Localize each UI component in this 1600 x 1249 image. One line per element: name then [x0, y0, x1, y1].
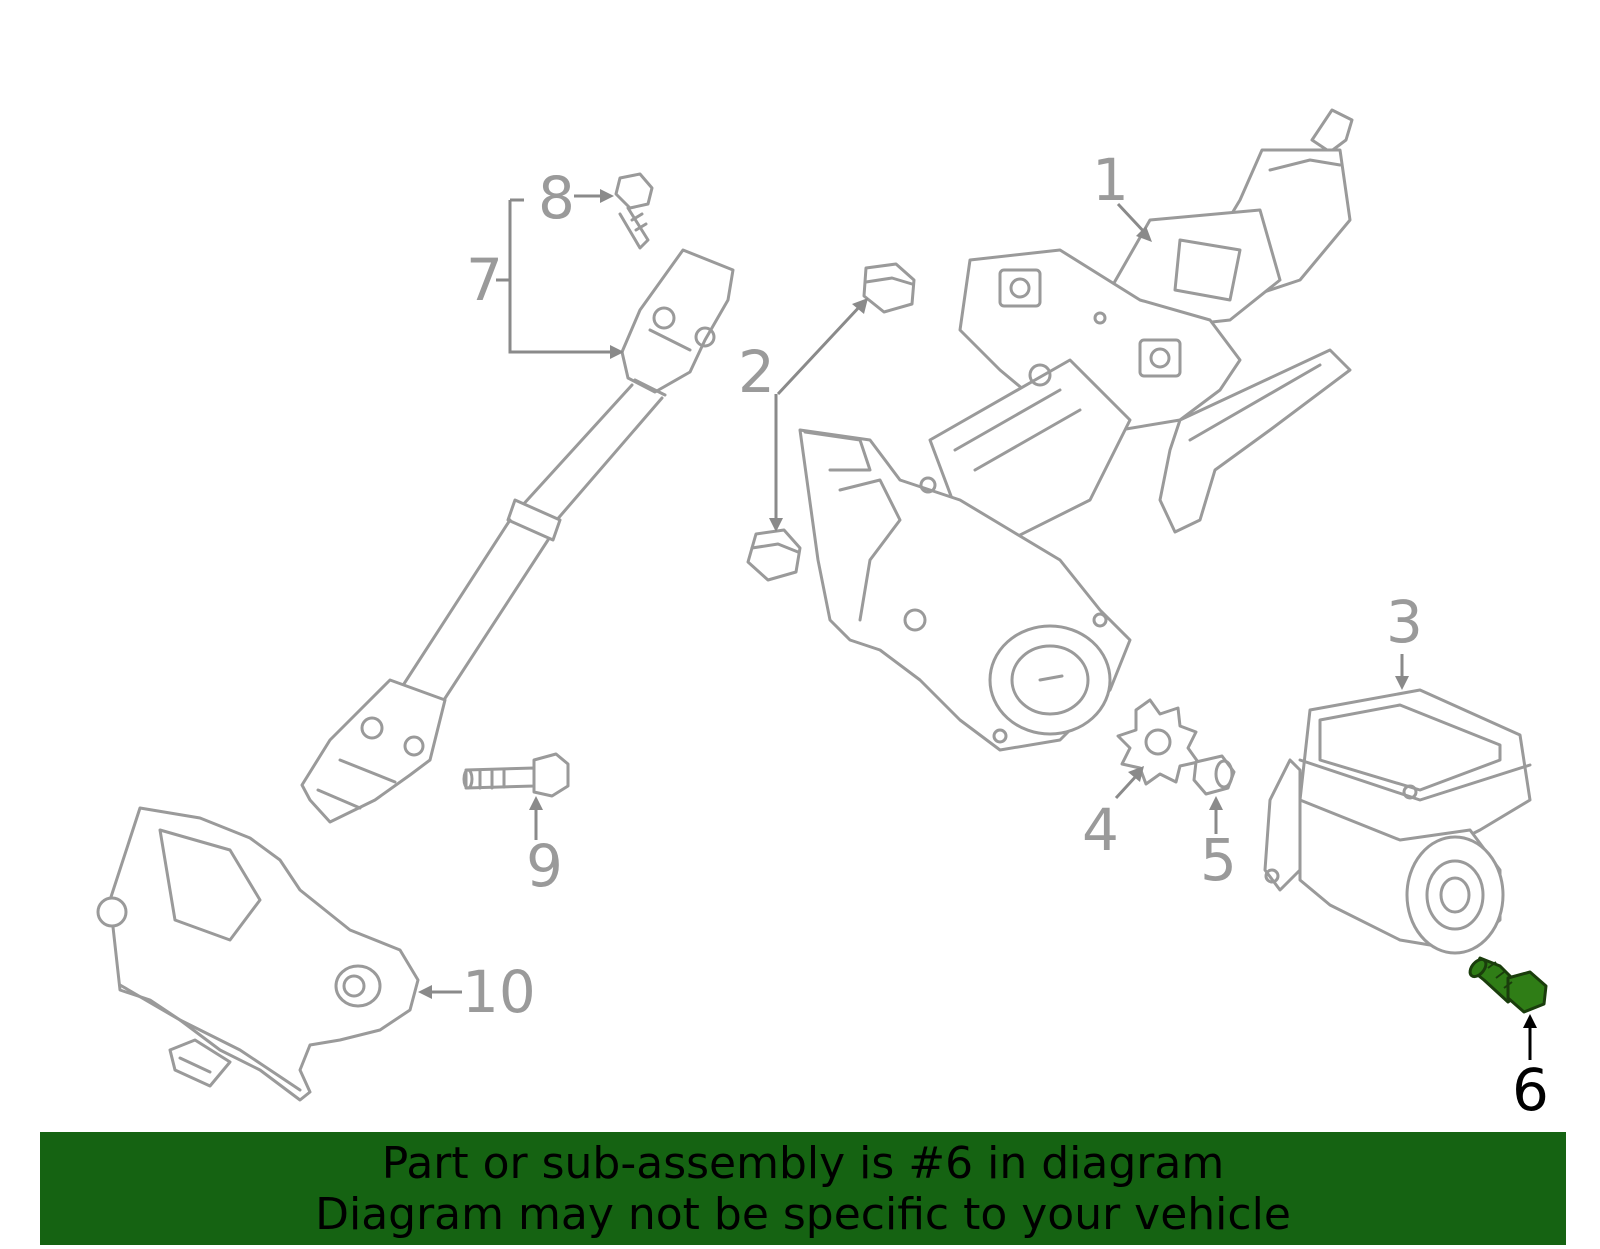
callout-8: 8 [538, 164, 575, 232]
banner-line-disclaimer: Diagram may not be specific to your vehi… [315, 1188, 1291, 1240]
callout-3: 3 [1386, 588, 1423, 656]
banner-line-part-number: Part or sub-assembly is #6 in diagram [381, 1137, 1225, 1189]
part-6-bolt-highlighted[interactable] [1467, 956, 1548, 1014]
part-4-coupler[interactable] [1116, 698, 1200, 786]
part-8-bolt[interactable] [614, 172, 654, 250]
callout-4: 4 [1082, 796, 1119, 864]
info-banner: Part or sub-assembly is #6 in diagram Di… [40, 1132, 1566, 1245]
callout-10: 10 [462, 958, 536, 1026]
callout-2: 2 [738, 338, 775, 406]
part-7-intermediate-shaft[interactable] [300, 248, 735, 824]
callout-9: 9 [526, 832, 563, 900]
callout-6: 6 [1512, 1056, 1549, 1124]
part-10-cover[interactable] [96, 806, 420, 1102]
callout-1: 1 [1092, 146, 1129, 214]
callout-labels: 1 2 3 4 5 6 7 8 9 10 [462, 146, 1549, 1124]
callout-7: 7 [466, 246, 503, 314]
part-5-sleeve[interactable] [1192, 754, 1236, 796]
part-1-steering-column[interactable] [798, 108, 1354, 752]
part-2-caps[interactable] [746, 262, 916, 582]
leader-lines [418, 189, 1537, 1060]
part-3-motor-unit[interactable] [1263, 688, 1532, 955]
part-9-bolt[interactable] [462, 752, 570, 798]
callout-5: 5 [1200, 826, 1237, 894]
